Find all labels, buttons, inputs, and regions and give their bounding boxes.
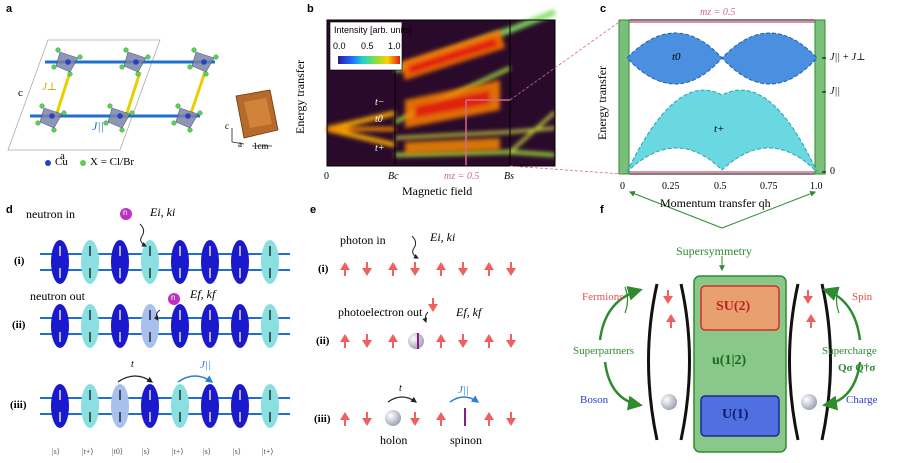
- f-charge: Charge: [846, 394, 878, 406]
- branch-t0: t0: [375, 114, 383, 125]
- d-state-3: |t0⟩: [112, 447, 123, 456]
- c-label-mid: J||: [830, 86, 840, 97]
- crystal-scale-label: 1cm: [253, 141, 269, 151]
- d-state-1: |s⟩: [52, 447, 60, 456]
- panel-b-plot: [326, 9, 557, 167]
- panel-label-c: c: [600, 3, 607, 15]
- e-photon-in: photon in: [340, 233, 386, 247]
- e-hop-j: J||: [458, 384, 469, 396]
- crystal-photo: [231, 89, 279, 147]
- j-perp-label: J⊥: [42, 81, 58, 93]
- c-xtick-2: 0.5: [714, 181, 727, 192]
- b-tick-bc: Bc: [388, 171, 399, 182]
- e-row-i: (i): [318, 263, 329, 275]
- e-row-iii: (iii): [314, 413, 331, 425]
- d-state-8: |t+⟩: [262, 447, 274, 456]
- f-u12: u(1|2): [712, 353, 747, 368]
- panel-c-plot: [509, 19, 826, 272]
- panel-label-e: e: [310, 204, 317, 216]
- crystal-a-label: a: [238, 139, 242, 149]
- e-photoelectron-out: photoelectron out: [338, 305, 423, 319]
- f-spin: Spin: [852, 291, 873, 303]
- branch-t-minus: t−: [375, 97, 385, 108]
- d-neutron-symbol-in: n: [123, 208, 128, 217]
- f-supercharge: Supercharge: [822, 345, 877, 357]
- panel-label-b: b: [307, 3, 314, 15]
- d-hop-j: J||: [200, 359, 211, 371]
- e-ef-kf: Ef, kf: [456, 305, 482, 319]
- panel-label-f: f: [600, 204, 604, 216]
- b-tick-zero: 0: [324, 171, 329, 182]
- d-ef-kf: Ef, kf: [190, 287, 216, 301]
- panel-f-diagram: [598, 275, 862, 453]
- cbar-tick-1: 0.5: [361, 41, 374, 51]
- f-u1: U(1): [722, 407, 749, 422]
- d-row-i: (i): [14, 255, 25, 267]
- e-row-ii: (ii): [316, 335, 330, 347]
- d-state-2: |t+⟩: [82, 447, 94, 456]
- branch-t-plus: t+: [375, 143, 385, 154]
- legend-cu: Cu: [55, 156, 68, 168]
- c-xtick-4: 1.0: [810, 181, 823, 192]
- c-label-zero: 0: [830, 166, 835, 177]
- e-holon: holon: [380, 433, 408, 447]
- d-hop-t: t: [131, 359, 134, 370]
- d-ei-ki: Ei, ki: [150, 205, 176, 219]
- f-su2: SU(2): [716, 299, 751, 314]
- c-label-top: J|| + J⊥: [830, 52, 866, 63]
- d-row-iii: (iii): [10, 399, 27, 411]
- e-hop-t: t: [399, 383, 402, 394]
- c-xtick-0: 0: [620, 181, 625, 192]
- f-q-operators: Qσ Q†σ: [838, 362, 876, 374]
- axis-c-label: c: [18, 87, 23, 99]
- c-branch-tplus: t+: [714, 123, 725, 135]
- b-tick-bs: Bs: [504, 171, 514, 182]
- e-spinon: spinon: [450, 433, 483, 447]
- c-mz-label: mz = 0.5: [700, 7, 736, 18]
- d-state-5: |t+⟩: [172, 447, 184, 456]
- axis-a-label: a: [60, 150, 65, 162]
- f-boson: Boson: [580, 394, 609, 406]
- cbar-tick-0: 0.0: [333, 41, 346, 51]
- panel-d-chains: [40, 208, 290, 428]
- j-par-label: J||: [92, 119, 104, 133]
- crystal-c-label: c: [225, 121, 229, 131]
- b-xlabel: Magnetic field: [402, 184, 473, 198]
- d-row-ii: (ii): [12, 319, 26, 331]
- panel-e-chains: [340, 235, 516, 426]
- d-state-4: |s⟩: [142, 447, 150, 456]
- f-superpartners: Superpartners: [573, 345, 635, 357]
- panel-a-lattice: [7, 39, 219, 166]
- f-fermions: Fermions: [582, 291, 624, 303]
- d-state-7: |s⟩: [233, 447, 241, 456]
- c-branch-t0: t0: [672, 51, 681, 63]
- c-xlabel: Momentum transfer qh: [660, 196, 771, 210]
- panel-label-d: d: [6, 204, 13, 216]
- d-neutron-symbol-out: n: [171, 293, 176, 302]
- cbar-tick-2: 1.0: [388, 41, 401, 51]
- d-neutron-out: neutron out: [30, 289, 85, 303]
- b-ylabel: Energy transfer: [293, 59, 307, 134]
- e-ei-ki: Ei, ki: [430, 230, 456, 244]
- panel-label-a: a: [6, 3, 13, 15]
- c-xtick-1: 0.25: [662, 181, 680, 192]
- d-state-6: |s⟩: [203, 447, 211, 456]
- c-ylabel: Energy transfer: [595, 65, 609, 140]
- f-supersymmetry: Supersymmetry: [676, 244, 752, 258]
- legend-x: X = Cl/Br: [90, 156, 135, 168]
- d-neutron-in: neutron in: [26, 207, 75, 221]
- b-mz-label: mz = 0.5: [444, 171, 480, 182]
- c-xtick-3: 0.75: [760, 181, 778, 192]
- cbar-title: Intensity [arb. units]: [334, 25, 413, 35]
